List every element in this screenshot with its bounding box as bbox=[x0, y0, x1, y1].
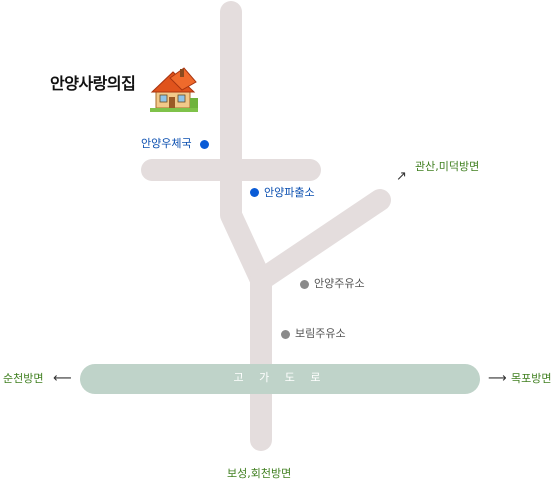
gas-station-1-label: 안양주유소 bbox=[314, 277, 365, 290]
overpass-road bbox=[80, 364, 480, 394]
destination-title: 안양사랑의집 bbox=[50, 74, 136, 93]
house-icon bbox=[150, 67, 198, 112]
gas-station-2-label: 보림주유소 bbox=[295, 327, 346, 340]
road-y-west-branch bbox=[220, 189, 272, 291]
direction-south-label: 보성,회천방면 bbox=[227, 467, 292, 480]
road-y-northeast-branch bbox=[250, 189, 391, 291]
gas-station-1-marker bbox=[300, 280, 309, 289]
east-arrow-icon: ⟶ bbox=[488, 371, 507, 386]
gas-station-2-marker bbox=[281, 330, 290, 339]
northeast-arrow-icon: ↗ bbox=[396, 169, 407, 184]
post-office-marker bbox=[200, 140, 209, 149]
road-network bbox=[141, 1, 391, 451]
overpass-label: 고 가 도 로 bbox=[233, 371, 327, 384]
direction-northeast-label: 관산,미덕방면 bbox=[415, 160, 480, 173]
post-office-label: 안양우체국 bbox=[141, 137, 192, 150]
direction-east-label: 목포방면 bbox=[511, 372, 552, 385]
police-box-marker bbox=[250, 188, 259, 197]
west-arrow-icon: ⟵ bbox=[53, 371, 72, 386]
police-box-label: 안양파출소 bbox=[264, 186, 315, 199]
direction-west-label: 순천방면 bbox=[3, 372, 44, 385]
